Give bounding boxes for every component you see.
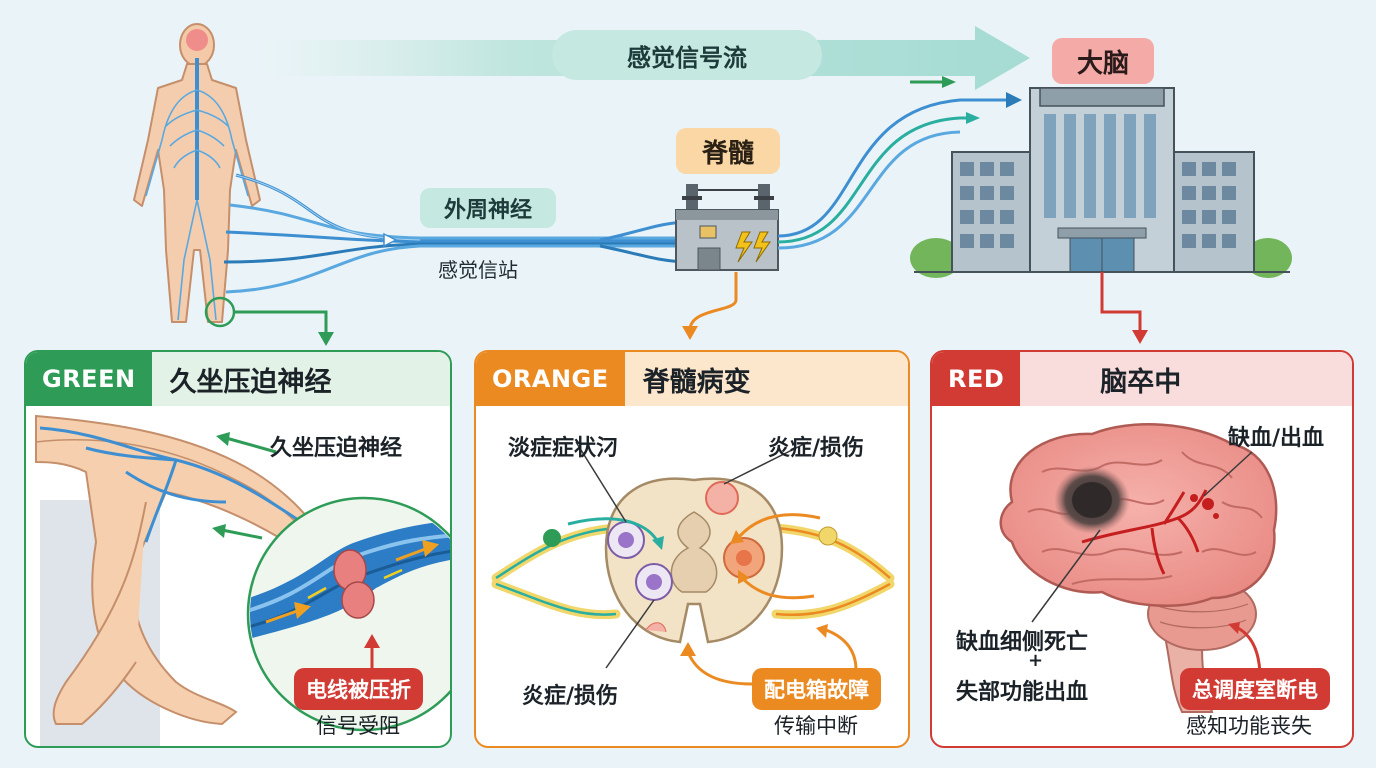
- orange-tag: ORANGE: [476, 352, 625, 406]
- panel-connectors: [234, 272, 1148, 346]
- orange-panel-header: ORANGE 脊髓病变: [476, 352, 908, 406]
- red-subtext: 感知功能丧失: [1186, 714, 1312, 738]
- ascending-nerves: [777, 76, 1022, 250]
- orange-panel: ORANGE 脊髓病变: [474, 350, 910, 748]
- orange-subtext: 传输中断: [774, 714, 858, 738]
- orange-badge: 配电箱故障: [752, 668, 881, 710]
- spine-label: 脊髓: [676, 128, 780, 174]
- red-lower-plus: +: [1028, 650, 1044, 671]
- peripheral-nerve-label: 外周神经: [420, 188, 556, 228]
- peripheral-nerve-bundle: [223, 173, 691, 294]
- human-figure: [133, 23, 261, 328]
- green-panel: GREEN 久坐压迫神经: [24, 350, 452, 748]
- red-tag: RED: [932, 352, 1021, 406]
- station-label: 感觉信站: [438, 258, 518, 282]
- brain-label: 大脑: [1052, 38, 1154, 84]
- orange-left-top-label: 淡症症状汈: [508, 436, 619, 461]
- green-caption: 久坐压迫神经: [270, 436, 403, 461]
- orange-left-bottom-label: 炎症/损伤: [522, 684, 619, 709]
- orange-title: 脊髓病变: [642, 366, 751, 398]
- red-top-right-label: 缺血/出血: [1228, 426, 1325, 451]
- red-title: 脑卒中: [1100, 366, 1182, 398]
- green-badge: 电线被压折: [294, 668, 423, 710]
- green-title: 久坐压迫神经: [169, 366, 332, 398]
- green-subtext: 信号受阻: [316, 714, 400, 738]
- flow-label: 感觉信号流: [552, 30, 822, 80]
- orange-right-top-label: 炎症/损伤: [768, 436, 865, 461]
- spine-station: [675, 184, 779, 271]
- orange-illustration: [491, 441, 895, 686]
- red-illustration: [999, 423, 1278, 713]
- red-lower-line2: 失部功能出血: [956, 680, 1089, 705]
- green-panel-header: GREEN 久坐压迫神经: [26, 352, 450, 406]
- red-panel-header: RED 脑卒中: [932, 352, 1352, 406]
- red-badge: 总调度室断电: [1180, 668, 1330, 710]
- red-lower-line1: 缺血细侧死亡: [956, 630, 1089, 655]
- red-panel: RED 脑卒中: [930, 350, 1354, 748]
- green-tag: GREEN: [26, 352, 152, 406]
